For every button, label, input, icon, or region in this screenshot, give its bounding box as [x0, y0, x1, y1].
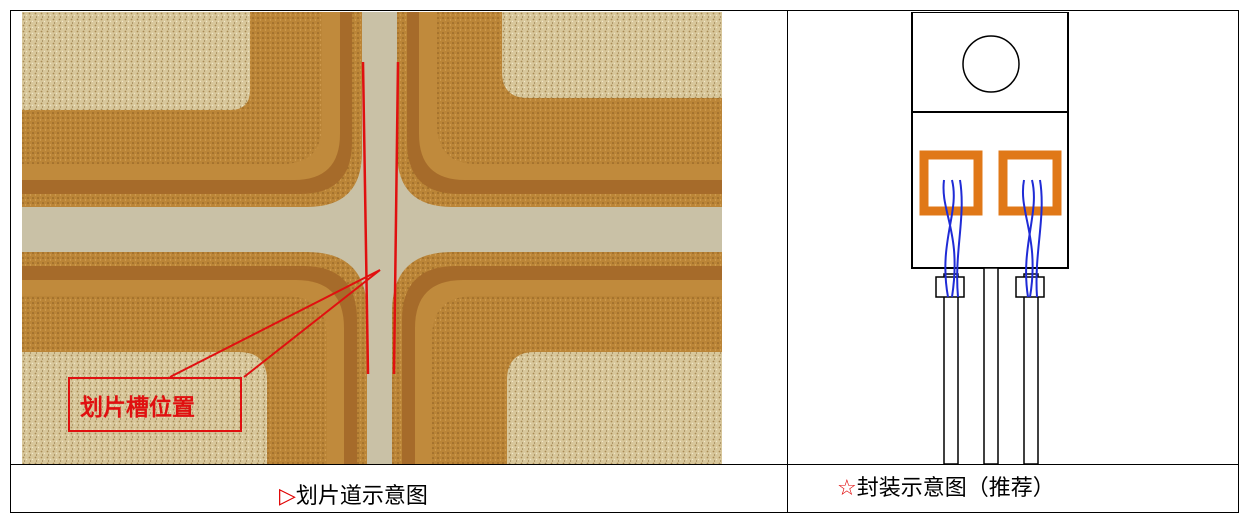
callout-leader-lines [169, 269, 381, 378]
die-top-right [397, 12, 722, 207]
die-top-left [22, 12, 362, 207]
triangle-marker-icon: ▷ [279, 484, 296, 509]
right-caption-text: 封装示意图（推荐） [856, 476, 1055, 501]
bond-wires [942, 179, 1043, 298]
die-bottom-left [22, 252, 367, 464]
lead-center [983, 267, 999, 464]
column-divider [787, 10, 788, 513]
mounting-hole-icon [962, 35, 1020, 93]
lead-right [1023, 273, 1039, 464]
bond-pad-left [919, 150, 983, 216]
scribe-lane-micrograph [22, 12, 722, 464]
callout-box [68, 377, 242, 432]
right-caption: ☆封装示意图（推荐） [837, 470, 1055, 502]
lead-head-left [935, 276, 965, 298]
die-bottom-right [392, 252, 722, 464]
scribe-edge-markers [361, 61, 400, 375]
lead-left [943, 273, 959, 464]
left-caption: ▷划片道示意图 [279, 478, 428, 510]
star-marker-icon: ☆ [837, 476, 857, 501]
package-diagram [911, 12, 1069, 464]
left-caption-text: 划片道示意图 [295, 484, 428, 509]
row-divider [10, 464, 1239, 465]
callout-label: 划片槽位置 [80, 394, 195, 421]
package-body [911, 111, 1069, 269]
bond-pad-right [998, 150, 1062, 216]
